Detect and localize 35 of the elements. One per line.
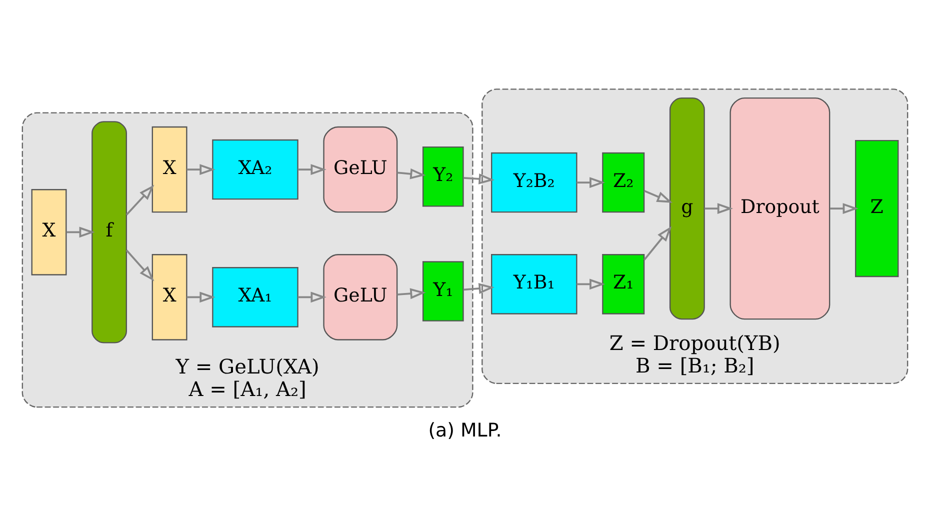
node-box: Z₁ <box>602 254 645 314</box>
node-box: Dropout <box>730 97 830 320</box>
arrow <box>186 292 216 303</box>
node-box: g <box>669 97 705 320</box>
arrow <box>463 173 494 184</box>
arrow <box>298 292 326 303</box>
node-box: GeLU <box>323 254 398 340</box>
arrow <box>186 164 216 176</box>
node-box: XA₂ <box>212 139 298 200</box>
node-box: Y₂ <box>422 146 464 207</box>
node-box: Y₁ <box>422 261 464 322</box>
node-box: XA₁ <box>212 267 298 328</box>
node-box: X <box>152 254 188 340</box>
node-box: Y₂B₂ <box>491 152 578 213</box>
node-box: Y₁B₁ <box>491 254 578 314</box>
arrow <box>126 250 154 282</box>
node-box: X <box>152 126 188 213</box>
arrow <box>463 283 494 294</box>
arrow <box>66 226 95 238</box>
arrow <box>830 203 858 214</box>
node-box: GeLU <box>323 126 398 213</box>
arrow <box>126 184 154 216</box>
arrow <box>576 278 606 290</box>
node-box: X <box>31 189 67 276</box>
arrow <box>644 226 672 260</box>
arrow <box>298 164 326 176</box>
node-box: Z <box>855 140 899 278</box>
arrow <box>397 288 426 300</box>
arrow <box>396 168 426 180</box>
node-box: Z₂ <box>602 152 645 213</box>
node-box: f <box>92 121 127 344</box>
arrow <box>704 203 734 214</box>
arrow <box>644 190 673 203</box>
caption: (a) MLP. <box>428 419 502 442</box>
arrow <box>576 177 606 188</box>
